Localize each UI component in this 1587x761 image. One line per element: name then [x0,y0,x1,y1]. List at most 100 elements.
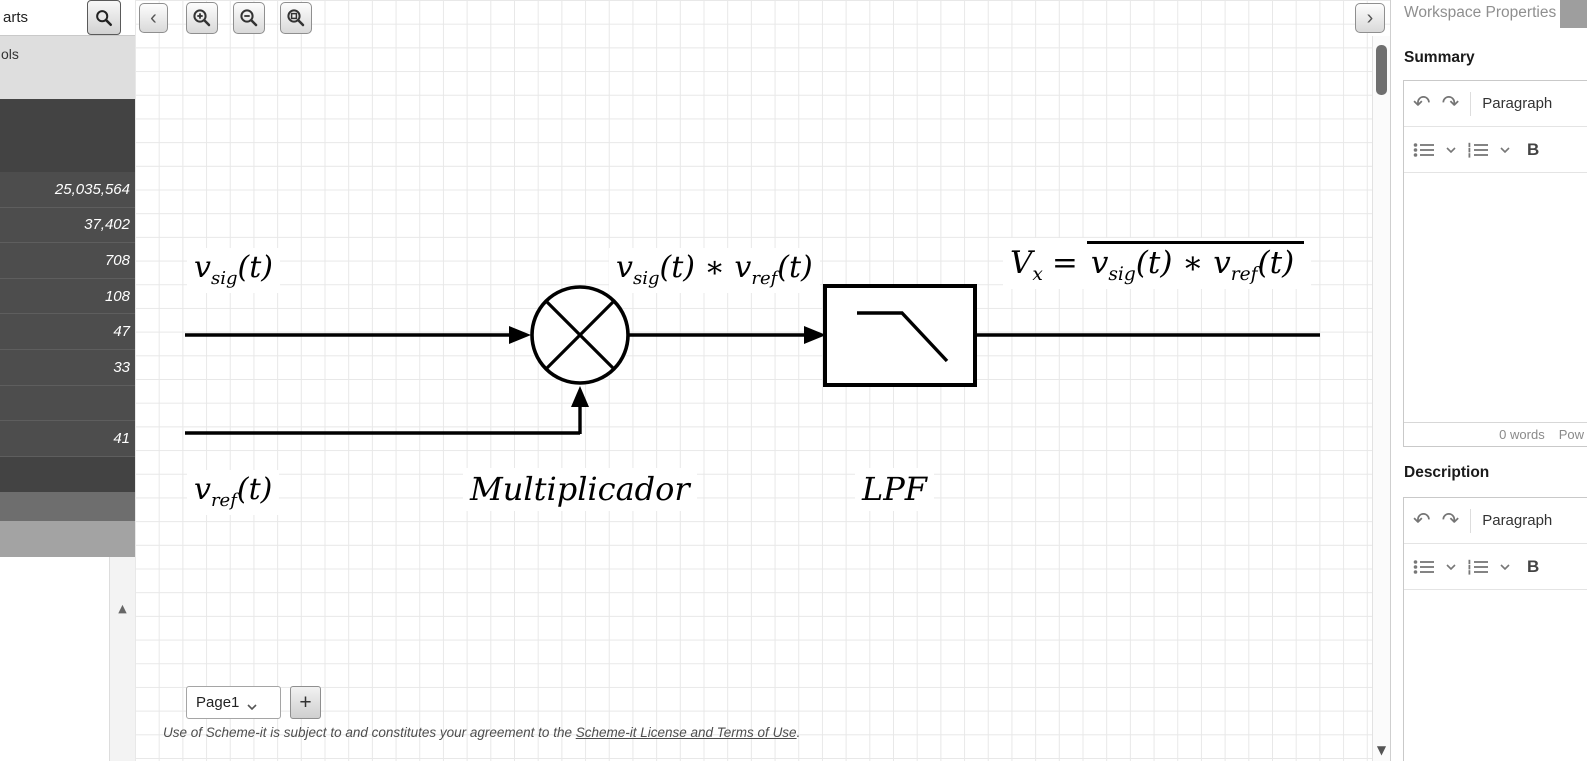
label-lpf[interactable]: LPF [855,468,934,511]
summary-toolbar-row-1: ↶ ↷ Paragraph [1404,81,1587,127]
scroll-up-icon[interactable]: ▲ [118,601,127,615]
scroll-down-icon[interactable]: ▼ [1376,743,1387,757]
chevron-down-icon[interactable] [1446,563,1456,570]
search-button[interactable] [87,0,121,35]
sidebar-scrollbar[interactable]: ▲ [109,556,135,761]
page-tab-button[interactable]: Page1 [186,686,281,719]
bullet-list-icon [1413,559,1434,574]
summary-status-bar: 0 words Pow [1404,422,1587,446]
numbered-list-icon [1468,559,1488,575]
vref-base: v [194,472,211,507]
zoom-out-button[interactable] [233,2,265,34]
undo-icon[interactable]: ↶ [1413,508,1431,532]
prod-p3: (t) [777,250,813,285]
terms-link[interactable]: Scheme-it License and Terms of Use [575,725,797,740]
category-row[interactable]: 25,035,564 [0,172,135,208]
lpf-box[interactable] [823,284,977,387]
out-s2: ref [1230,264,1258,286]
workspace-properties-panel: Workspace Properties Summary ↶ ↷ Paragra… [1390,0,1587,761]
redo-icon[interactable]: ↷ [1441,508,1460,532]
out-equals: = [1051,245,1078,281]
sidebar-category-block[interactable] [0,520,135,557]
bullet-list-button[interactable] [1413,142,1435,158]
bullet-list-button[interactable] [1413,559,1435,575]
summary-toolbar-row-2: B [1404,127,1587,173]
summary-textarea[interactable] [1404,173,1587,422]
category-row[interactable]: 708 [0,243,135,279]
label-product[interactable]: vsig(t) ∗ vref(t) [609,248,820,293]
category-row[interactable]: 33 [0,349,135,386]
sidebar-search-row [0,0,135,36]
category-row[interactable]: 37,402 [0,207,135,244]
chevron-down-icon[interactable] [1500,563,1510,570]
out-p2: (t) ∗ v [1135,245,1231,281]
canvas-vertical-scrollbar[interactable]: ▼ [1372,36,1390,761]
zoom-selection-button[interactable] [280,2,312,34]
sidebar-category-block[interactable] [0,491,135,521]
vsig-rest: (t) [237,250,273,285]
overline-expression: vsig(t) ∗ vref(t) [1086,241,1305,286]
out-lhs-sub: x [1032,264,1043,286]
sidebar-category-block[interactable] [0,456,135,492]
parts-sidebar: ols 25,035,564 37,402 708 108 47 33 41 ▲ [0,0,135,761]
arrowhead-into-multiplier-bottom [571,386,589,407]
out-lhs: V [1010,245,1033,281]
label-multiplier[interactable]: Multiplicador [463,468,697,511]
paragraph-style-dropdown[interactable]: Paragraph [1482,95,1553,112]
schematic-drawing [185,284,1320,435]
sidebar-section-header[interactable]: ols [0,36,135,99]
search-icon [96,9,113,26]
arrowhead-into-lpf [804,326,826,344]
undo-icon[interactable]: ↶ [1413,91,1431,115]
lpf-response-curve [857,311,949,363]
search-input[interactable] [0,0,86,35]
paragraph-style-dropdown[interactable]: Paragraph [1482,512,1553,529]
word-count: 0 words [1499,427,1545,442]
toolbar-separator [1470,91,1472,116]
schematic-canvas[interactable]: vsig(t) vsig(t) ∗ vref(t) Vx=vsig(t) ∗ v… [135,0,1390,761]
bullet-list-icon [1413,142,1434,157]
prod-s2: ref [751,268,778,289]
description-textarea[interactable] [1404,590,1587,761]
zoom-out-icon [240,9,258,27]
out-p3: (t) [1257,245,1295,281]
panel-title: Workspace Properties [1404,4,1557,21]
numbered-list-button[interactable] [1467,142,1489,158]
summary-editor: ↶ ↷ Paragraph [1403,80,1587,447]
numbered-list-button[interactable] [1467,559,1489,575]
category-row[interactable]: 41 [0,421,135,457]
license-footer: Use of Scheme-it is subject to and const… [163,725,800,740]
add-page-button[interactable]: + [290,686,321,719]
label-vsig[interactable]: vsig(t) [187,248,280,293]
description-toolbar-row-2: B [1404,544,1587,590]
bold-button[interactable]: B [1527,139,1540,159]
vsig-base: v [194,250,211,285]
arrowhead-into-multiplier [509,326,531,344]
panel-collapse-button[interactable] [1560,0,1587,28]
collapse-right-panel-button[interactable]: › [1355,3,1385,33]
collapse-left-panel-button[interactable]: ‹ [139,3,168,33]
canvas-scrollbar-thumb[interactable] [1376,45,1387,95]
chevron-down-icon[interactable] [1500,146,1510,153]
description-toolbar-row-1: ↶ ↷ Paragraph [1404,498,1587,544]
page-tab-label: Page1 [196,694,240,711]
label-vref[interactable]: vref(t) [187,470,280,515]
category-row[interactable] [0,385,135,422]
sidebar-category-block[interactable] [0,99,135,172]
label-output-equation[interactable]: Vx=vsig(t) ∗ vref(t) [1003,238,1312,289]
toolbar-separator [1470,508,1472,533]
vref-sub: ref [210,490,237,511]
out-s1: sig [1108,264,1136,286]
vsig-sub: sig [210,268,238,289]
prod-p2: (t) ∗ v [659,250,752,285]
category-row[interactable]: 108 [0,278,135,315]
description-label: Description [1404,464,1490,481]
bold-button[interactable]: B [1527,556,1540,576]
out-p1: v [1090,245,1109,281]
zoom-in-button[interactable] [186,2,218,34]
redo-icon[interactable]: ↷ [1441,91,1460,115]
chevron-down-icon[interactable] [1446,146,1456,153]
category-row[interactable]: 47 [0,314,135,350]
powered-by: Pow [1558,427,1584,442]
